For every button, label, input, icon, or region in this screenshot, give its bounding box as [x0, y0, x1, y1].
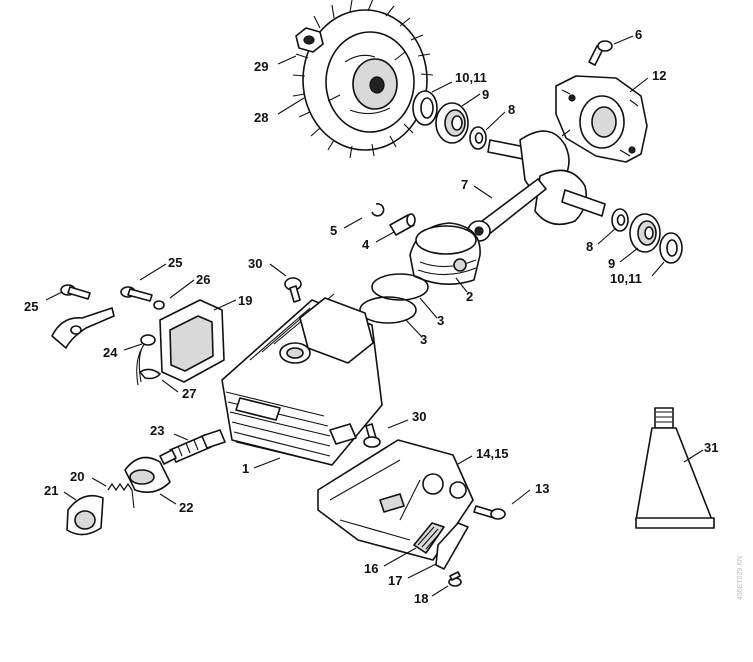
callout-20: 20: [70, 469, 84, 484]
part-washer-lower: [611, 208, 629, 232]
part-oil-seal-upper: [412, 90, 438, 126]
callout-18: 18: [414, 591, 428, 606]
callout-23: 23: [150, 423, 164, 438]
callout-1: 1: [242, 461, 249, 476]
callout-22: 22: [179, 500, 193, 515]
part-bearing-upper: [435, 102, 469, 144]
callout-19: 19: [238, 293, 252, 308]
part-nut: [295, 27, 324, 53]
callout-29: 29: [254, 59, 268, 74]
callout-28: 28: [254, 110, 268, 125]
part-clip-27: [138, 368, 162, 380]
callout-6: 6: [635, 27, 642, 42]
part-spark-plug-boot: [124, 456, 171, 493]
part-bearing-lower: [629, 213, 661, 253]
part-screw-18: [448, 571, 462, 587]
callout-7: 7: [461, 177, 468, 192]
part-spring: [107, 482, 135, 509]
callout-10-11-lower: 10,11: [610, 271, 642, 286]
callout-30-lower: 30: [412, 409, 426, 424]
part-circlip: [371, 203, 385, 217]
callout-9-lower: 9: [608, 256, 615, 271]
part-spark-plug: [159, 429, 226, 465]
leader-lines: [45, 35, 704, 597]
part-flywheel: [292, 0, 434, 159]
part-oil-seal-lower: [659, 232, 683, 264]
part-rubber-boot: [66, 494, 104, 536]
callout-24: 24: [103, 345, 118, 360]
callout-25-left: 25: [24, 299, 38, 314]
part-ignition-boot: [140, 334, 156, 346]
part-crankshaft: [467, 130, 606, 242]
part-piston: [409, 222, 481, 285]
callout-26: 26: [196, 272, 210, 287]
callout-16: 16: [364, 561, 378, 576]
part-screw-13: [473, 505, 506, 520]
callout-13: 13: [535, 481, 549, 496]
callout-labels: 29 28 10,11 9 8 6 12 7 5 4 25 26 30 19 2…: [24, 27, 718, 606]
callout-10-11-upper: 10,11: [455, 70, 487, 85]
part-piston-ring-lower: [359, 296, 417, 324]
drawing-reference: 456ET029 KN: [737, 556, 744, 600]
part-crankcase: [555, 75, 648, 163]
callout-8-upper: 8: [508, 102, 515, 117]
callout-3-lower: 3: [420, 332, 427, 347]
callout-27: 27: [182, 386, 196, 401]
callout-4: 4: [362, 237, 370, 252]
callout-30-upper: 30: [248, 256, 262, 271]
part-washer-upper: [469, 126, 487, 150]
part-piston-pin: [389, 213, 416, 236]
part-screen: [413, 522, 445, 554]
callout-25-right: 25: [168, 255, 182, 270]
part-baffle-plate: [435, 522, 469, 570]
callout-3-upper: 3: [437, 313, 444, 328]
part-ignition-module: [136, 299, 225, 386]
callout-9-upper: 9: [482, 87, 489, 102]
callout-12: 12: [652, 68, 666, 83]
callout-5: 5: [330, 223, 337, 238]
part-screw-25-right: [120, 286, 153, 302]
part-cylinder: [221, 293, 383, 466]
part-screw-25-left: [51, 284, 115, 349]
callout-2: 2: [466, 289, 473, 304]
part-grease-tube: [635, 407, 715, 529]
callout-17: 17: [388, 573, 402, 588]
part-piston-ring-upper: [371, 273, 429, 301]
callout-21: 21: [44, 483, 58, 498]
part-screw-30-lower: [363, 423, 381, 448]
callout-14-15: 14,15: [476, 446, 509, 461]
part-washer-26: [153, 300, 165, 310]
part-screw-30-upper: [284, 277, 302, 303]
part-screw-top: [588, 40, 613, 66]
callout-8-lower: 8: [586, 239, 593, 254]
callout-31: 31: [704, 440, 718, 455]
